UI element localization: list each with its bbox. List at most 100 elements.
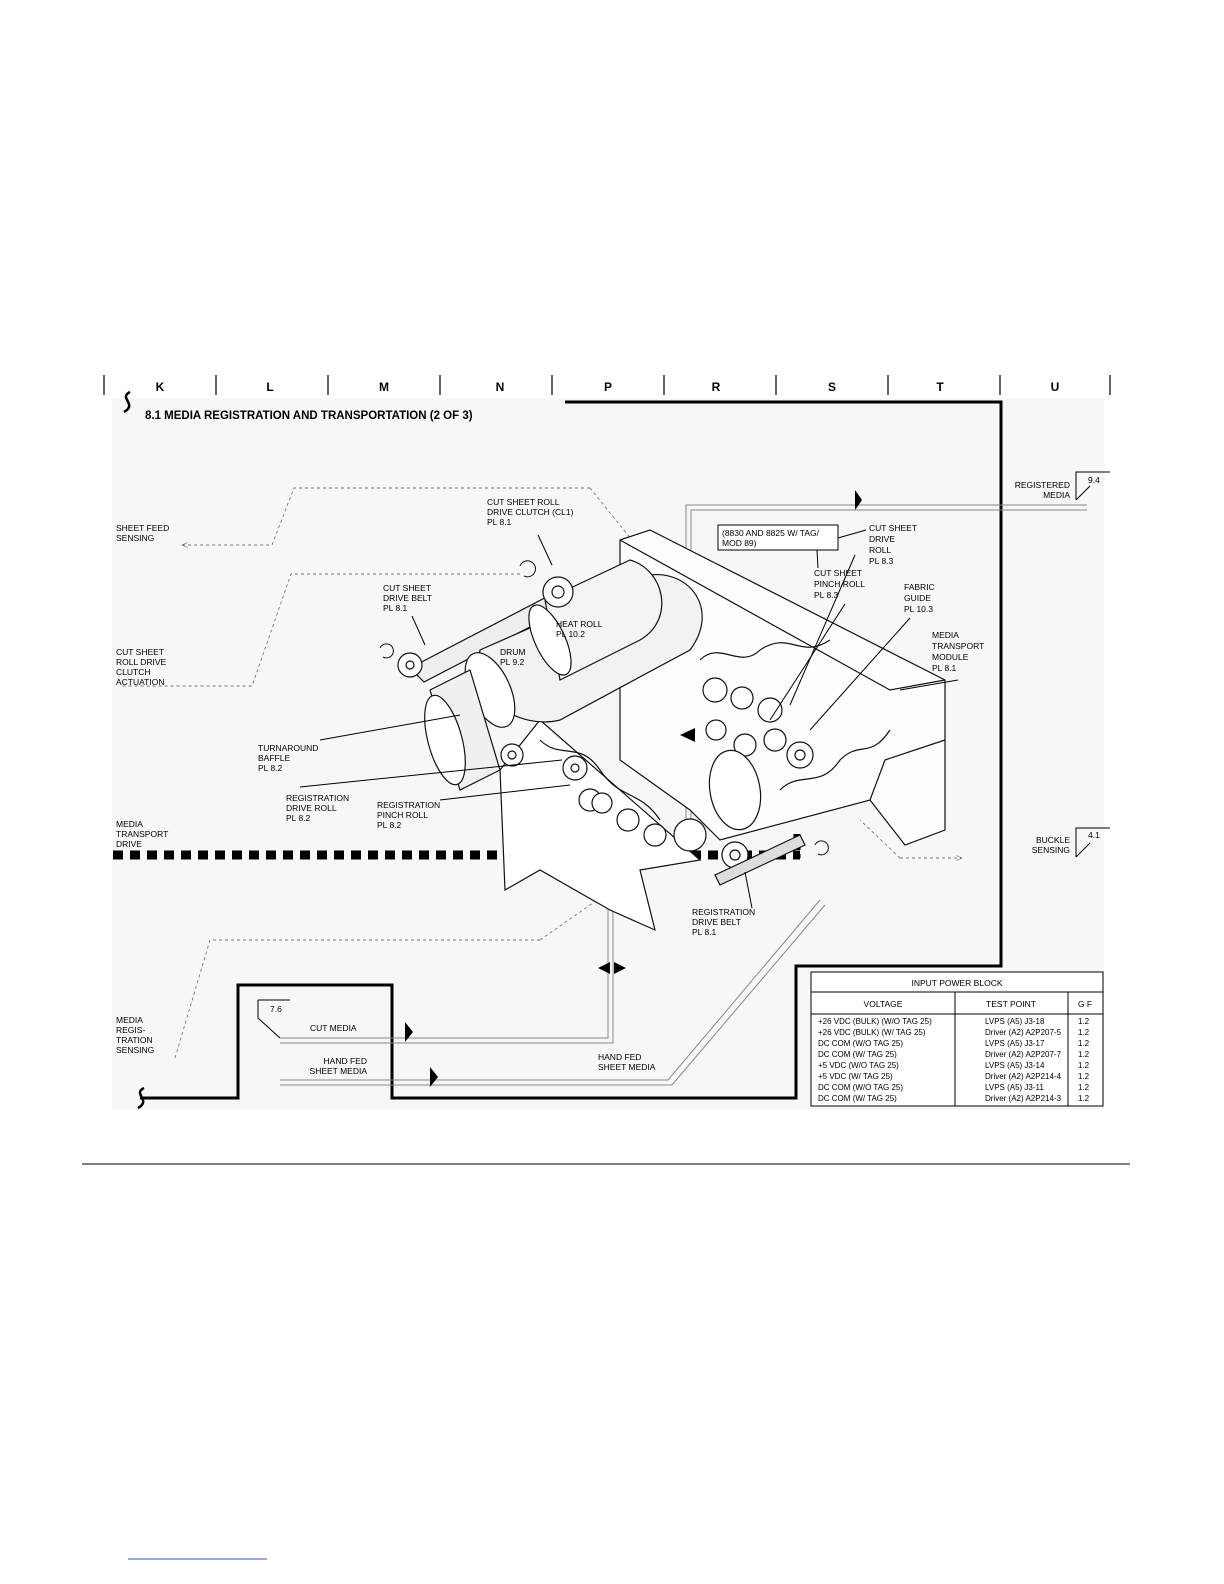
label-line: PL 8.2	[377, 820, 402, 830]
reference-number: 4.1	[1088, 830, 1100, 840]
label-line: DRIVE BELT	[692, 917, 741, 927]
label-line: PL 10.3	[904, 604, 933, 614]
page-title: 8.1 MEDIA REGISTRATION AND TRANSPORTATIO…	[145, 410, 473, 422]
model-note-box	[717, 524, 839, 551]
label-line: DRUM	[500, 647, 526, 657]
table-cell: Driver (A2) A2P214-3	[985, 1094, 1062, 1103]
table-cell: +26 VDC (BULK) (W/O TAG 25)	[818, 1017, 932, 1026]
table-cell: LVPS (A5) J3-11	[985, 1083, 1044, 1092]
table-cell: 1.2	[1078, 1061, 1090, 1070]
zone-letter: R	[712, 380, 721, 394]
zone-letter: U	[1051, 380, 1060, 394]
label-line: ACTUATION	[116, 677, 164, 687]
table-cell: 1.2	[1078, 1039, 1090, 1048]
label-line: MODULE	[932, 652, 969, 662]
label-line: BAFFLE	[258, 753, 290, 763]
label-line: ROLL	[869, 545, 891, 555]
label-line: DRIVE	[116, 839, 142, 849]
reference-number: 9.4	[1088, 475, 1100, 485]
label-line: ROLL DRIVE	[116, 657, 167, 667]
label-line: SHEET MEDIA	[310, 1066, 368, 1076]
reference-flags	[257, 471, 1110, 1039]
label-line: PL 8.1	[487, 517, 512, 527]
table-cell: 1.2	[1078, 1083, 1090, 1092]
zone-letter: M	[379, 380, 389, 394]
table-cell: LVPS (A5) J3-18	[985, 1017, 1045, 1026]
label-line: REGISTRATION	[692, 907, 755, 917]
table-cell: +5 VDC (W/ TAG 25)	[818, 1072, 893, 1081]
table-title: INPUT POWER BLOCK	[912, 978, 1003, 988]
label-line: REGIS-	[116, 1025, 145, 1035]
label-line: PL 8.3	[814, 590, 839, 600]
label-line: PINCH ROLL	[814, 579, 865, 589]
table-cell: 1.2	[1078, 1017, 1090, 1026]
label-line: CUT MEDIA	[310, 1023, 357, 1033]
sensing-lines	[120, 487, 962, 1059]
label-line: SENSING	[116, 533, 154, 543]
label-line: REGISTRATION	[286, 793, 349, 803]
label-line: TRATION	[116, 1035, 153, 1045]
label-line: PL 8.3	[869, 556, 894, 566]
label-line: HEAT ROLL	[556, 619, 603, 629]
table-cell: 1.2	[1078, 1072, 1090, 1081]
label-line: PL 10.2	[556, 629, 585, 639]
table-cell: Driver (A2) A2P207-5	[985, 1028, 1062, 1037]
label-line: (8830 AND 8825 W/ TAG/	[722, 528, 820, 538]
label-line: DRIVE ROLL	[286, 803, 337, 813]
label-line: DRIVE	[869, 534, 895, 544]
zone-letter: S	[828, 380, 836, 394]
label-line: PL 8.1	[383, 603, 408, 613]
label-line: MOD 89)	[722, 538, 757, 548]
label-line: HAND FED	[324, 1056, 367, 1066]
label-line: SENSING	[1032, 845, 1070, 855]
zone-header: K L M N P R S T U	[103, 375, 1111, 395]
label-line: TRANSPORT	[116, 829, 168, 839]
label-line: HAND FED	[598, 1052, 641, 1062]
label-line: CUT SHEET ROLL	[487, 497, 560, 507]
label-line: GUIDE	[904, 593, 931, 603]
label-line: CUT SHEET	[814, 568, 862, 578]
label-line: TRANSPORT	[932, 641, 984, 651]
reference-number: 7.6	[270, 1004, 282, 1014]
label-line: MEDIA	[116, 819, 143, 829]
label-line: MEDIA	[1043, 490, 1070, 500]
zone-letter: L	[266, 380, 273, 394]
label-line: MEDIA	[932, 630, 959, 640]
zone-letter: T	[936, 380, 944, 394]
power-bus	[140, 400, 1003, 1100]
label-line: BUCKLE	[1036, 835, 1070, 845]
break-symbol	[123, 390, 131, 414]
table-cell: DC COM (W/ TAG 25)	[818, 1050, 897, 1059]
table-header: VOLTAGE	[864, 999, 903, 1009]
label-line: PL 8.2	[286, 813, 311, 823]
table-cell: Driver (A2) A2P214-4	[985, 1072, 1062, 1081]
label-line: REGISTRATION	[377, 800, 440, 810]
table-cell: DC COM (W/O TAG 25)	[818, 1039, 903, 1048]
table-cell: +5 VDC (W/O TAG 25)	[818, 1061, 899, 1070]
label-line: TURNAROUND	[258, 743, 318, 753]
zone-letter: P	[604, 380, 612, 394]
table-header: TEST POINT	[986, 999, 1036, 1009]
label-line: PINCH ROLL	[377, 810, 428, 820]
table-cell: 1.2	[1078, 1094, 1090, 1103]
label-line: FABRIC	[904, 582, 935, 592]
label-line: CUT SHEET	[869, 523, 917, 533]
input-power-table: INPUT POWER BLOCK VOLTAGE TEST POINT G F…	[810, 971, 1104, 1107]
